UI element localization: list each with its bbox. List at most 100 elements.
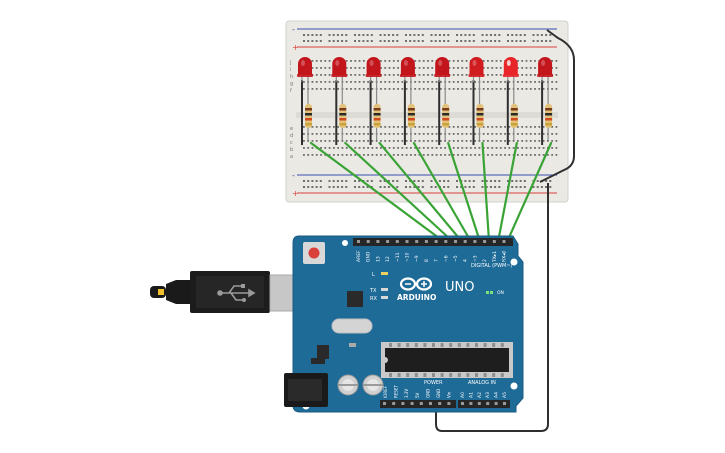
terminal-hole[interactable] (418, 147, 421, 149)
rail-hole[interactable] (443, 180, 446, 182)
terminal-hole[interactable] (311, 154, 314, 156)
terminal-hole[interactable] (358, 126, 361, 128)
terminal-hole[interactable] (380, 67, 382, 69)
rail-hole[interactable] (362, 34, 365, 36)
rail-hole[interactable] (319, 40, 322, 42)
terminal-hole[interactable] (315, 154, 318, 156)
rail-hole[interactable] (494, 40, 497, 42)
power-pin[interactable] (392, 402, 396, 405)
terminal-hole[interactable] (392, 140, 395, 142)
digital-header[interactable] (353, 238, 513, 246)
rail-hole[interactable] (354, 186, 356, 188)
terminal-hole[interactable] (474, 154, 476, 156)
terminal-hole[interactable] (388, 74, 391, 76)
terminal-hole[interactable] (538, 154, 541, 156)
led[interactable] (502, 57, 519, 77)
terminal-hole[interactable] (354, 133, 357, 135)
rail-hole[interactable] (468, 34, 471, 36)
terminal-hole[interactable] (337, 154, 340, 156)
terminal-hole[interactable] (499, 133, 502, 135)
terminal-hole[interactable] (315, 126, 318, 128)
rail-hole[interactable] (464, 186, 467, 188)
rail-hole[interactable] (370, 34, 373, 36)
terminal-hole[interactable] (422, 133, 425, 135)
terminal-hole[interactable] (457, 81, 459, 83)
terminal-hole[interactable] (345, 67, 348, 69)
terminal-hole[interactable] (328, 140, 331, 142)
terminal-hole[interactable] (371, 140, 374, 142)
terminal-hole[interactable] (555, 154, 558, 156)
terminal-hole[interactable] (337, 126, 340, 128)
terminal-hole[interactable] (461, 88, 464, 90)
rail-hole[interactable] (489, 180, 492, 182)
terminal-hole[interactable] (367, 126, 369, 128)
terminal-hole[interactable] (367, 140, 369, 142)
terminal-hole[interactable] (525, 133, 528, 135)
terminal-hole[interactable] (529, 147, 532, 149)
digital-pin[interactable] (502, 240, 506, 243)
terminal-hole[interactable] (384, 67, 387, 69)
rail-hole[interactable] (434, 34, 437, 36)
rail-hole[interactable] (464, 40, 467, 42)
terminal-hole[interactable] (345, 140, 348, 142)
terminal-hole[interactable] (469, 140, 472, 142)
terminal-hole[interactable] (367, 154, 369, 156)
rail-hole[interactable] (540, 34, 543, 36)
rail-hole[interactable] (311, 40, 314, 42)
terminal-hole[interactable] (324, 147, 327, 149)
rail-hole[interactable] (536, 186, 539, 188)
rail-hole[interactable] (489, 40, 492, 42)
terminal-hole[interactable] (303, 81, 305, 83)
terminal-hole[interactable] (380, 88, 382, 90)
terminal-hole[interactable] (431, 147, 434, 149)
terminal-hole[interactable] (452, 154, 455, 156)
terminal-hole[interactable] (499, 88, 502, 90)
rail-hole[interactable] (354, 40, 356, 42)
terminal-hole[interactable] (367, 81, 369, 83)
terminal-hole[interactable] (414, 154, 417, 156)
rail-hole[interactable] (532, 40, 535, 42)
rail-hole[interactable] (536, 180, 539, 182)
terminal-hole[interactable] (418, 88, 421, 90)
rail-hole[interactable] (498, 180, 501, 182)
rail-hole[interactable] (523, 34, 526, 36)
terminal-hole[interactable] (414, 147, 417, 149)
led[interactable] (399, 57, 416, 77)
rail-hole[interactable] (421, 34, 424, 36)
rail-hole[interactable] (341, 180, 344, 182)
terminal-hole[interactable] (525, 74, 528, 76)
terminal-hole[interactable] (315, 81, 318, 83)
terminal-hole[interactable] (375, 154, 378, 156)
terminal-hole[interactable] (452, 88, 455, 90)
terminal-hole[interactable] (375, 147, 378, 149)
rail-hole[interactable] (387, 40, 390, 42)
terminal-hole[interactable] (555, 147, 558, 149)
terminal-hole[interactable] (555, 60, 558, 62)
rail-hole[interactable] (307, 186, 310, 188)
rail-hole[interactable] (545, 34, 548, 36)
terminal-hole[interactable] (487, 81, 489, 83)
terminal-hole[interactable] (551, 60, 554, 62)
terminal-hole[interactable] (499, 60, 502, 62)
terminal-hole[interactable] (320, 126, 322, 128)
rail-hole[interactable] (366, 180, 369, 182)
terminal-hole[interactable] (384, 140, 387, 142)
terminal-hole[interactable] (350, 74, 352, 76)
rail-hole[interactable] (511, 180, 514, 182)
terminal-hole[interactable] (431, 154, 434, 156)
rail-hole[interactable] (523, 40, 526, 42)
digital-pin[interactable] (444, 240, 448, 243)
rail-hole[interactable] (481, 40, 484, 42)
terminal-hole[interactable] (461, 154, 464, 156)
terminal-hole[interactable] (529, 60, 532, 62)
rail-hole[interactable] (511, 34, 514, 36)
rail-hole[interactable] (447, 34, 450, 36)
terminal-hole[interactable] (517, 126, 519, 128)
terminal-hole[interactable] (380, 154, 382, 156)
terminal-hole[interactable] (392, 147, 395, 149)
terminal-hole[interactable] (401, 133, 404, 135)
rail-hole[interactable] (507, 180, 509, 182)
terminal-hole[interactable] (422, 88, 425, 90)
digital-pin[interactable] (395, 240, 399, 243)
terminal-hole[interactable] (362, 140, 365, 142)
